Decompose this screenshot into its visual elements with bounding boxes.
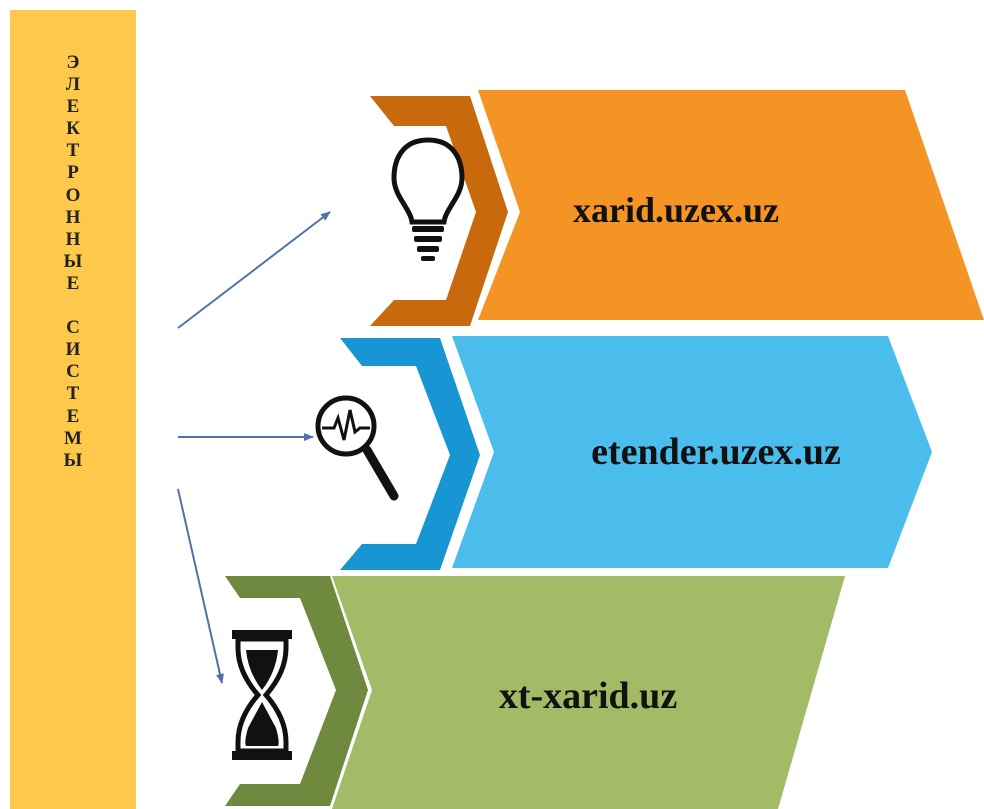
banner-letter: И [65,339,81,361]
banner-xt-xarid [332,576,845,809]
banner-letter: С [66,317,80,339]
chevron-accent-etender [340,338,480,570]
banner-letter: Т [66,140,80,162]
banner-xarid [478,90,984,320]
banner-letter: Р [67,162,79,184]
banner-letter: С [66,361,80,383]
system-row-etender: etender.uzex.uz [315,336,932,570]
banner-letter: О [65,184,81,206]
banner-letter: Е [66,96,80,118]
banner-letter: Н [65,206,81,228]
system-label-etender: etender.uzex.uz [591,431,841,473]
banner-letter: Е [66,272,80,294]
banner-letter: Т [66,383,80,405]
banner-letter: К [66,118,80,140]
system-label-xt-xarid: xt-xarid.uz [499,675,678,717]
system-row-xt-xarid: xt-xarid.uz [225,576,845,809]
banner-letter: Н [65,228,81,250]
banner-letter: Э [66,52,80,73]
arrow-to-xt-xarid [177,488,224,684]
chevron-accent-xarid [370,96,508,326]
system-row-xarid: xarid.uzex.uz [370,90,984,326]
hourglass-icon [232,630,292,760]
banner-etender [452,336,932,568]
lightbulb-icon [391,137,465,261]
banner-letter: Е [66,405,80,427]
magnifier-pulse-icon [315,395,399,501]
banner-letter: Л [65,74,81,96]
system-label-xarid: xarid.uzex.uz [573,190,779,230]
banner-letter: Ы [63,250,83,272]
banner-letter: М [64,427,82,449]
banner-letter: Ы [63,449,83,471]
arrow-to-xarid [177,211,331,329]
chevron-accent-xt-xarid [225,576,368,806]
